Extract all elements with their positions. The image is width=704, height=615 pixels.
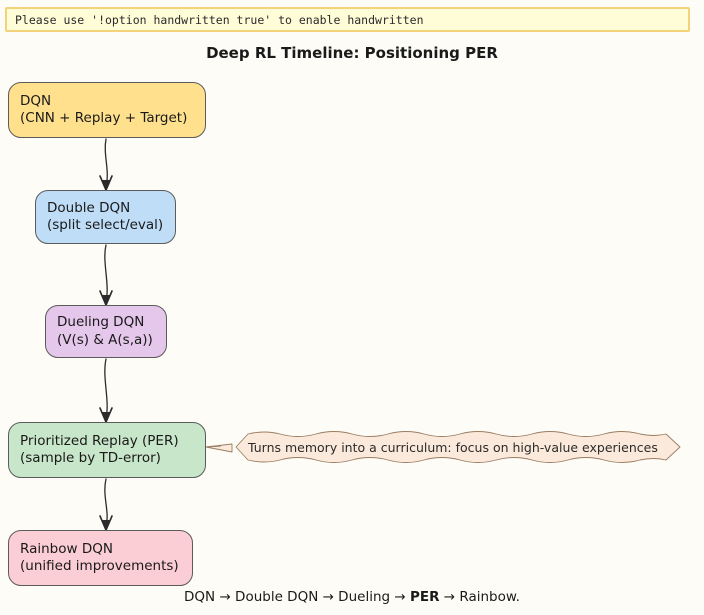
node-prioritized-replay-line2: (sample by TD-error) xyxy=(20,450,161,466)
page-title: Deep RL Timeline: Positioning PER xyxy=(206,44,498,62)
edge-dueling-to-per xyxy=(99,358,113,424)
node-dqn-line1: DQN xyxy=(20,92,52,109)
footer-caption: DQN → Double DQN → Dueling → PER → Rainb… xyxy=(0,589,704,605)
node-prioritized-replay-line1: Prioritized Replay (PER) xyxy=(20,432,179,449)
footer-emphasis: PER xyxy=(409,589,440,605)
node-double-dqn-line2: (split select/eval) xyxy=(47,217,164,233)
node-dqn-line2: (CNN + Replay + Target) xyxy=(20,110,188,126)
callout-shape xyxy=(235,431,681,463)
node-rainbow-dqn[interactable]: Rainbow DQN (unified improvements) xyxy=(8,530,193,586)
node-double-dqn-line1: Double DQN xyxy=(47,199,131,216)
node-dqn[interactable]: DQN (CNN + Replay + Target) xyxy=(8,82,206,138)
callout-text: Turns memory into a curriculum: focus on… xyxy=(248,439,658,455)
footer-part1: DQN → Double DQN → Dueling → xyxy=(184,589,410,605)
node-dueling-dqn-line2: (V(s) & A(s,a)) xyxy=(57,331,153,348)
edge-dqn-to-double xyxy=(99,138,113,192)
notice-text: Please use '!option handwritten true' to… xyxy=(15,12,424,27)
node-rainbow-dqn-line1: Rainbow DQN xyxy=(20,540,113,557)
node-prioritized-replay[interactable]: Prioritized Replay (PER) (sample by TD-e… xyxy=(8,422,206,478)
handwritten-option-notice: Please use '!option handwritten true' to… xyxy=(5,7,690,32)
edge-per-to-rainbow xyxy=(99,478,113,532)
edge-double-to-dueling xyxy=(99,244,113,307)
node-dueling-dqn[interactable]: Dueling DQN (V(s) & A(s,a)) xyxy=(45,305,167,358)
node-rainbow-dqn-line2: (unified improvements) xyxy=(20,558,179,574)
per-callout[interactable]: Turns memory into a curriculum: focus on… xyxy=(228,428,686,466)
node-double-dqn[interactable]: Double DQN (split select/eval) xyxy=(35,190,176,244)
node-dueling-dqn-line1: Dueling DQN xyxy=(57,314,145,331)
footer-part2: → Rainbow. xyxy=(439,589,520,605)
